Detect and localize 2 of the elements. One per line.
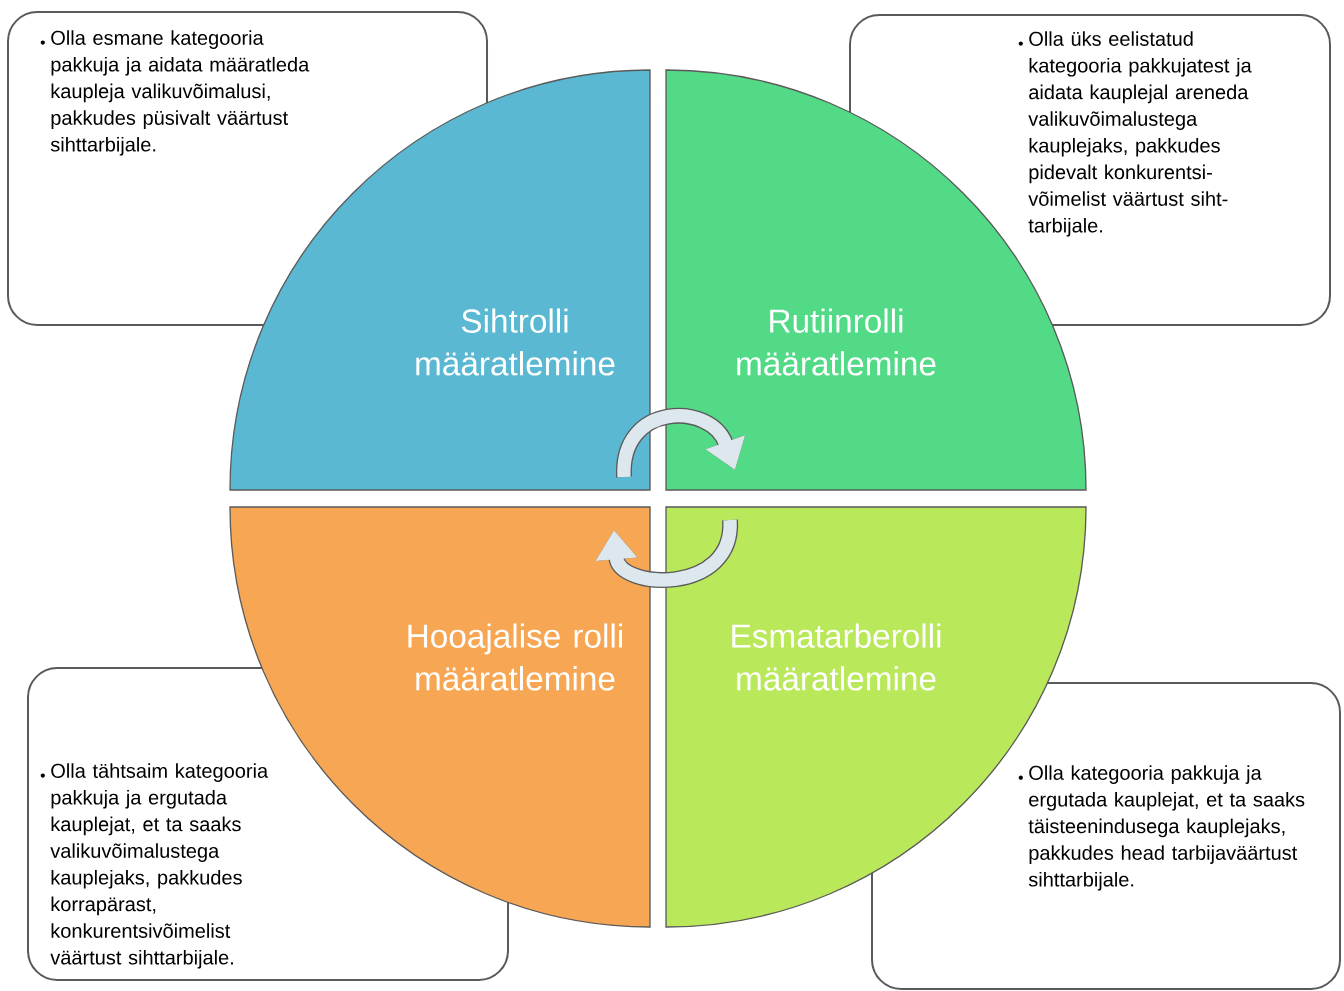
curved-arrow xyxy=(595,519,738,588)
curved-arrow xyxy=(616,407,746,478)
